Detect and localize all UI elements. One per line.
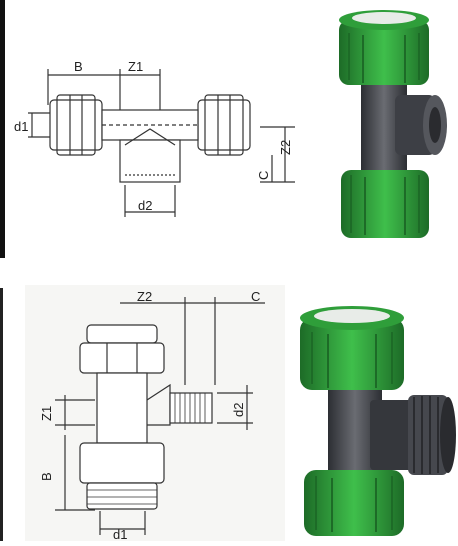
label-c: C [251, 289, 260, 304]
label-d2: d2 [231, 403, 246, 417]
threaded-tee-photo-svg [300, 306, 456, 536]
label-d1: d1 [113, 527, 127, 541]
threaded-tee-photo [290, 300, 458, 541]
equal-tee-drawing: B Z1 d1 Z2 C d2 [10, 45, 310, 245]
label-z1: Z1 [128, 59, 143, 74]
label-d1: d1 [14, 119, 28, 134]
equal-tee-photo [325, 5, 455, 245]
label-z2: Z2 [278, 140, 293, 155]
left-edge-bar-lower [0, 288, 3, 541]
label-z2: Z2 [137, 289, 152, 304]
label-b: B [39, 472, 54, 481]
label-z1: Z1 [39, 406, 54, 421]
threaded-tee-drawing: Z2 C d2 Z1 B d1 [25, 285, 285, 542]
left-edge-bar [0, 0, 5, 258]
threaded-tee-drawing-svg: Z2 C d2 Z1 B d1 [39, 289, 265, 542]
label-d2: d2 [138, 198, 152, 213]
label-c: C [256, 171, 271, 180]
label-b: B [74, 59, 83, 74]
equal-tee-photo-svg [339, 10, 447, 238]
equal-tee-drawing-svg: B Z1 d1 Z2 C d2 [14, 59, 295, 217]
